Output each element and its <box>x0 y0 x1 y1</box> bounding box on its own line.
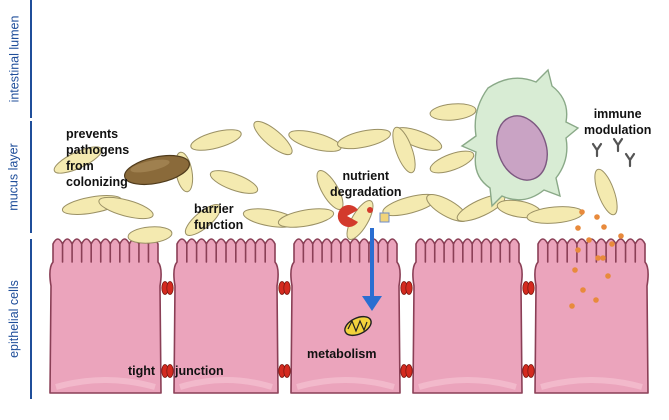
epithelial-cell <box>173 238 279 394</box>
annotation-line: modulation <box>584 123 652 137</box>
tight-junction <box>283 364 291 378</box>
signal-molecule-dot <box>572 267 578 273</box>
commensal-bacterium <box>337 128 391 150</box>
nutrient-arrow-head <box>362 296 382 311</box>
signal-molecule-dot <box>586 237 592 243</box>
tight-label: tight <box>128 364 156 378</box>
cell-highlight <box>55 377 156 390</box>
signal-molecule-dot <box>593 297 599 303</box>
annotation-line: function <box>194 218 244 232</box>
nutrient-molecule-icon <box>379 212 390 223</box>
tight-junction-layer <box>161 281 535 378</box>
commensal-bacterium <box>594 168 618 216</box>
commensal-bacterium <box>98 196 154 220</box>
annotation-line: pathogens <box>66 143 130 157</box>
prevents-pathogens-annotation: prevents pathogens from colonizing <box>66 126 129 190</box>
immune-modulation-annotation: immune modulation <box>584 106 651 138</box>
intestinal-lumen-label: intestinal lumen <box>7 15 22 103</box>
tight-junction <box>166 281 174 295</box>
commensal-bacterium <box>429 150 475 174</box>
commensal-bacterium <box>288 130 342 152</box>
junction-label: junction <box>175 364 224 378</box>
metabolism-label: metabolism <box>307 347 377 361</box>
cell-highlight <box>540 377 643 390</box>
commensal-bacterium <box>209 170 259 194</box>
annotation-line: barrier <box>194 202 234 216</box>
epithelial-cell-layer <box>49 238 649 394</box>
tight-junction <box>527 364 535 378</box>
annotation-line: nutrient <box>342 169 390 183</box>
pathogen-highlight <box>130 159 170 173</box>
commensal-bacterium <box>277 208 335 228</box>
epithelial-cell <box>534 238 649 394</box>
substrate-icon <box>367 207 373 213</box>
commensal-bacterium <box>184 204 222 236</box>
signal-molecule-dot <box>600 255 606 261</box>
tight-junction <box>405 281 413 295</box>
tight-junction <box>283 281 291 295</box>
mitochondrion-cristae <box>347 319 368 333</box>
tight-junction <box>166 364 174 378</box>
annotation-line: degradation <box>330 185 402 199</box>
immune-cell-layer <box>460 68 580 208</box>
epithelial-cells-label: epithelial cells <box>7 280 22 358</box>
commensal-bacterium <box>53 146 103 174</box>
barrier-function-annotation: barrier function <box>194 201 243 233</box>
cell-highlight <box>179 377 273 390</box>
nutrient-degradation-annotation: nutrient degradation <box>330 168 402 200</box>
antibody-icon <box>612 137 624 153</box>
signal-molecule-dot <box>618 233 624 239</box>
tight-junction <box>405 364 413 378</box>
epithelial-cell <box>49 238 162 394</box>
signal-molecule-dot <box>609 241 615 247</box>
signal-molecule-dot <box>580 287 586 293</box>
signal-molecule-dot <box>575 225 581 231</box>
tight-junction <box>527 281 535 295</box>
annotation-line: from <box>66 159 94 173</box>
epithelial-cell <box>412 238 523 394</box>
antibody-icon <box>624 152 636 168</box>
annotation-line: prevents <box>66 127 119 141</box>
pathogen-bacterium <box>124 154 190 186</box>
enzyme-icon <box>337 205 358 228</box>
signal-molecule-dot <box>569 303 575 309</box>
signal-molecule-dot <box>601 224 607 230</box>
cell-highlight <box>296 377 395 390</box>
signal-molecule-dot <box>594 214 600 220</box>
mucus-layer-label: mucus layer <box>7 143 22 211</box>
signal-molecule-dot <box>579 209 585 215</box>
pathogen-layer <box>124 154 190 186</box>
signal-molecule-dot <box>605 273 611 279</box>
misc-elements-layer <box>337 137 636 337</box>
annotation-line: colonizing <box>66 175 128 189</box>
commensal-bacterium <box>392 126 416 174</box>
immune-cell-nucleus <box>496 115 548 181</box>
commensal-bacterium <box>429 103 477 121</box>
commensal-bacterium <box>346 200 374 240</box>
signal-molecule-dot <box>575 247 581 253</box>
epithelial-cell <box>290 238 401 394</box>
commensal-bacterium <box>253 120 293 156</box>
antibody-icon <box>591 142 603 158</box>
commensal-bacterium <box>190 129 242 151</box>
cell-highlight <box>418 377 517 390</box>
commensal-bacterium <box>127 226 173 244</box>
signal-molecule-dot <box>595 255 601 261</box>
annotation-line: immune <box>593 107 642 121</box>
